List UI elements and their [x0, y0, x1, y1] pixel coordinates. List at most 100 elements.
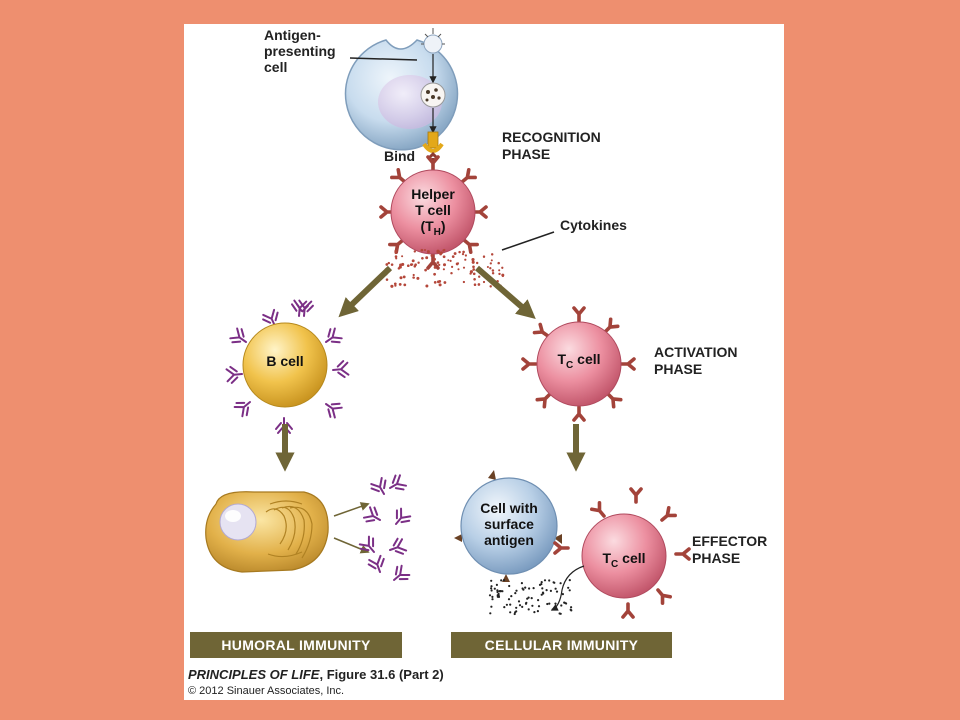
lysis-dot: [521, 587, 524, 590]
lysis-dot: [546, 602, 549, 606]
cytokine-dot: [438, 263, 441, 267]
lysis-dot: [565, 602, 568, 605]
lysis-dot: [548, 602, 551, 605]
lysis-dot: [513, 612, 516, 616]
cytokine-dot: [453, 252, 457, 256]
lysis-dot: [490, 585, 493, 588]
figure-panel: Antigen- presenting cell Bind RECOGNITIO…: [184, 24, 784, 700]
cytokine-dot: [402, 275, 406, 279]
cytokine-dot: [385, 263, 389, 266]
cytokine-dot: [385, 278, 389, 281]
lysis-dot: [540, 581, 543, 584]
cytokine-dot: [425, 284, 429, 288]
lysis-dot: [490, 579, 493, 582]
lysis-dot: [524, 602, 528, 605]
cytokine-dot: [473, 283, 477, 286]
cytokine-dot: [472, 265, 475, 269]
lysis-dot: [507, 598, 511, 601]
cytokine-dot: [450, 271, 453, 275]
cellular-immunity-bar: CELLULAR IMMUNITY: [451, 632, 672, 658]
cytokine-dot: [442, 268, 445, 271]
arrow-antibody-upper: [333, 502, 370, 517]
cytokine-dot: [489, 285, 492, 288]
cytokine-dot: [421, 256, 424, 260]
cytokine-dot: [501, 266, 504, 269]
lysis-dot: [536, 610, 539, 613]
lysis-dot: [510, 595, 513, 598]
tc-cell-label-effector: TC cell: [602, 550, 646, 570]
lysis-particles: [488, 579, 573, 616]
arrow-to-tc-cell: [475, 265, 536, 320]
lysis-dot: [554, 602, 557, 605]
cytokine-dot: [501, 274, 504, 278]
lysis-dot: [543, 579, 547, 582]
cytokine-dot: [456, 262, 460, 265]
cytokine-dot: [447, 259, 450, 262]
cytokine-dot: [412, 273, 415, 277]
cytokine-dot: [464, 258, 467, 261]
lysis-dot: [491, 595, 494, 599]
cytokine-dot: [439, 252, 442, 256]
cytokine-dot: [436, 280, 440, 284]
cytokine-dot: [498, 272, 501, 276]
lysis-dot: [489, 612, 492, 615]
cytokine-dot: [398, 283, 402, 286]
arrow-to-b-cell: [338, 265, 393, 318]
lysis-dot: [541, 587, 544, 590]
cytokine-dot: [394, 251, 397, 255]
cytokine-dot: [394, 249, 398, 253]
lysis-dot: [570, 609, 573, 612]
immune-response-diagram: [205, 28, 691, 619]
lysis-dot: [570, 606, 573, 609]
cytokine-dot: [436, 249, 440, 253]
cytokine-dot: [469, 270, 473, 274]
cytokine-dot: [387, 261, 391, 265]
lysis-dot: [505, 603, 508, 606]
lysis-dot: [568, 589, 571, 592]
cytokine-dot: [403, 283, 407, 287]
cytokine-dot: [489, 267, 492, 270]
cytokine-dot: [490, 253, 494, 256]
lysis-dot: [531, 604, 534, 607]
cytokine-dot: [498, 269, 501, 272]
cytokine-dot: [433, 272, 436, 276]
lysis-dot: [561, 593, 564, 596]
cytokine-dot: [393, 282, 397, 286]
tc-cell-label-activation: TC cell: [557, 351, 601, 371]
lysis-dot: [542, 592, 545, 595]
cytokine-dot: [401, 255, 404, 258]
lysis-dot: [527, 608, 530, 611]
lysis-dot: [509, 603, 512, 606]
cytokine-dot: [471, 258, 475, 262]
lysis-dot: [490, 589, 493, 592]
lysis-dot: [518, 604, 522, 607]
cytokine-dot: [433, 257, 436, 261]
cytokine-dot: [426, 250, 430, 254]
cytokine-dot: [390, 263, 394, 266]
lysis-dot: [540, 593, 543, 596]
perforin-arrow: [550, 565, 585, 611]
cytokine-dot: [462, 266, 466, 269]
lysis-dot: [502, 579, 506, 582]
cytokine-dot: [414, 263, 417, 267]
tc-cell-activation: [536, 321, 622, 407]
cytokine-dot: [462, 280, 466, 284]
lysis-dot: [490, 605, 493, 608]
cytokines-label: Cytokines: [560, 217, 627, 233]
lysis-dot: [545, 589, 548, 592]
lysis-dot: [517, 600, 521, 603]
cytokine-dot: [438, 283, 442, 287]
lysis-dot: [496, 590, 499, 594]
cytokine-dot: [413, 250, 417, 253]
lysis-dot: [515, 610, 518, 613]
cytokine-dot: [472, 268, 476, 271]
cytokine-dot: [397, 267, 401, 270]
lysis-dot: [549, 589, 552, 593]
lysis-dot: [567, 586, 570, 589]
cytokine-dot: [449, 259, 452, 262]
cytokine-dot: [472, 272, 476, 276]
cytokine-dot: [482, 280, 486, 284]
lysis-dot: [509, 611, 512, 614]
lysis-dot: [496, 595, 499, 598]
cytokine-particles: [384, 248, 505, 288]
